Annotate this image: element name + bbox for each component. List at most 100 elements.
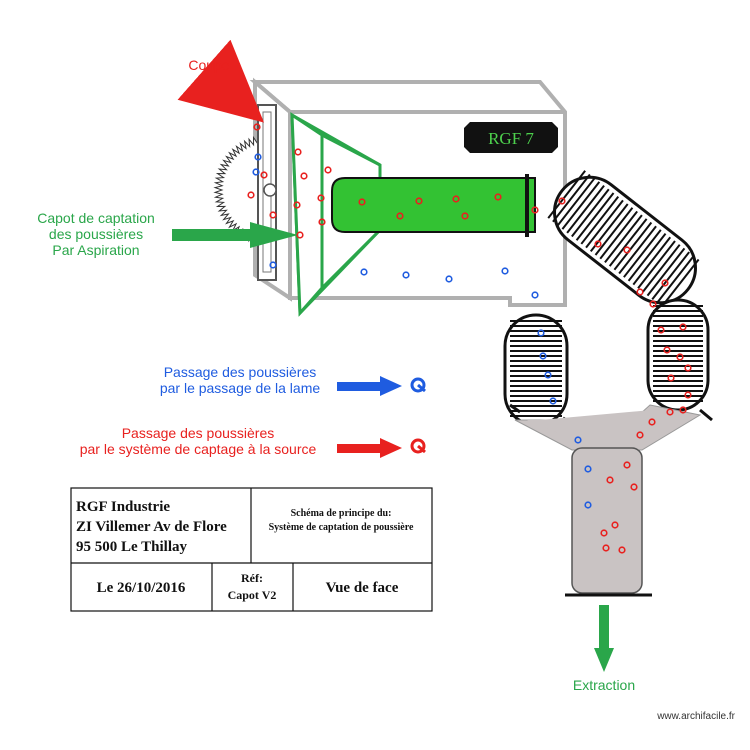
blue-dust-particle <box>269 261 277 269</box>
blue-dust-particle <box>252 168 260 176</box>
legend-blue-line1: Passage des poussières <box>164 364 317 380</box>
machine-tag: RGF 7 <box>464 122 558 153</box>
red-dust-particle <box>600 529 608 537</box>
coupe-arrow <box>177 39 265 123</box>
blue-dust-particle <box>584 465 592 473</box>
extraction-label: Extraction <box>573 677 635 693</box>
red-dust-particle <box>300 172 308 180</box>
red-dust-particle <box>636 431 644 439</box>
red-dust-particle <box>396 212 404 220</box>
legend-red-line1: Passage des poussières <box>122 425 275 441</box>
hose-rib <box>580 196 620 245</box>
blue-dust-particle <box>531 291 539 299</box>
machine-tag-label: RGF 7 <box>488 129 534 148</box>
hose-rib <box>618 225 657 275</box>
ref-value: Capot V2 <box>228 588 277 602</box>
flexible-hose-upper <box>547 170 700 308</box>
company-line1: RGF Industrie <box>76 499 170 515</box>
red-dust-particle <box>247 191 255 199</box>
red-dust-particle <box>494 193 502 201</box>
y-hopper <box>514 404 702 597</box>
hose-rib <box>571 188 610 238</box>
red-dust-particle <box>648 418 656 426</box>
hose-rib <box>656 255 695 304</box>
red-dust-particle <box>661 279 669 287</box>
date-label: Le 26/10/2016 <box>97 580 186 596</box>
hose-rib <box>561 181 601 230</box>
blue-dust-particle <box>544 371 552 379</box>
red-dust-particle <box>618 546 626 554</box>
dust-particles <box>247 123 692 554</box>
hose-rib <box>608 218 648 267</box>
blue-dust-particle <box>402 271 410 279</box>
legend-blue-particle <box>410 377 426 393</box>
red-dust-particle <box>623 246 631 254</box>
red-dust-particle <box>679 323 687 331</box>
ref-label: Réf: <box>241 571 263 585</box>
red-dust-particle <box>663 346 671 354</box>
hose-rib <box>604 214 643 264</box>
red-dust-particle <box>676 353 684 361</box>
capot-label-line1: Capot de captation <box>37 210 155 226</box>
hose-rib <box>599 210 638 260</box>
flexible-hose-right <box>638 298 713 422</box>
red-dust-particle <box>531 206 539 214</box>
red-dust-particle <box>684 364 692 372</box>
blue-dust-particle <box>537 329 545 337</box>
red-dust-particle <box>558 197 566 205</box>
legend-red-particle <box>410 438 426 454</box>
red-dust-particle <box>260 171 268 179</box>
scheme-line1: Schéma de principe du: <box>291 508 392 519</box>
blue-dust-particle <box>254 153 262 161</box>
hose-rib <box>646 247 686 297</box>
flexible-hose-left <box>503 313 576 428</box>
hose-rib <box>651 251 690 300</box>
red-dust-particle <box>296 231 304 239</box>
legend-blue-arrow <box>337 376 402 396</box>
coupe-label: Coupe <box>188 57 229 73</box>
extraction-arrow <box>594 605 614 672</box>
scheme-line2: Système de captation de poussière <box>269 522 414 533</box>
hose-rib <box>623 229 662 278</box>
blue-dust-particle <box>574 436 582 444</box>
legend-red-line2: par le système de captage à la source <box>80 441 317 457</box>
capot-label-line3: Par Aspiration <box>52 242 139 258</box>
red-dust-particle <box>324 166 332 174</box>
hose-rib <box>627 232 667 282</box>
red-dust-particle <box>602 544 610 552</box>
blue-dust-particle <box>549 397 557 405</box>
blue-dust-particle <box>445 275 453 283</box>
hose-rib <box>552 173 591 223</box>
red-dust-particle <box>657 326 665 334</box>
legend-blue-line2: par le passage de la lame <box>160 380 321 396</box>
red-dust-particle <box>594 240 602 248</box>
hose-rib <box>594 207 634 256</box>
hose-rib <box>585 199 624 249</box>
title-block: RGF Industrie ZI Villemer Av de Flore 95… <box>70 487 433 612</box>
company-line3: 95 500 Le Thillay <box>76 539 187 555</box>
hose-rib <box>589 203 629 252</box>
red-dust-particle <box>649 300 657 308</box>
blue-dust-particle <box>584 501 592 509</box>
red-dust-particle <box>318 218 326 226</box>
saw-blade <box>213 104 277 281</box>
red-dust-particle <box>667 374 675 382</box>
green-duct <box>331 174 536 237</box>
hose-rib <box>613 221 653 271</box>
hose-rib <box>556 177 596 227</box>
blue-dust-particle <box>539 352 547 360</box>
hose-rib <box>660 258 700 308</box>
capot-label-line2: des poussières <box>49 226 143 242</box>
blue-dust-particle <box>360 268 368 276</box>
red-dust-particle <box>684 391 692 399</box>
blue-dust-particle <box>501 267 509 275</box>
hose-rib <box>637 240 676 289</box>
hose-rib <box>547 170 586 219</box>
red-dust-particle <box>358 198 366 206</box>
capot-arrow <box>172 222 298 248</box>
red-dust-particle <box>461 212 469 220</box>
red-dust-particle <box>611 521 619 529</box>
red-dust-particle <box>452 195 460 203</box>
